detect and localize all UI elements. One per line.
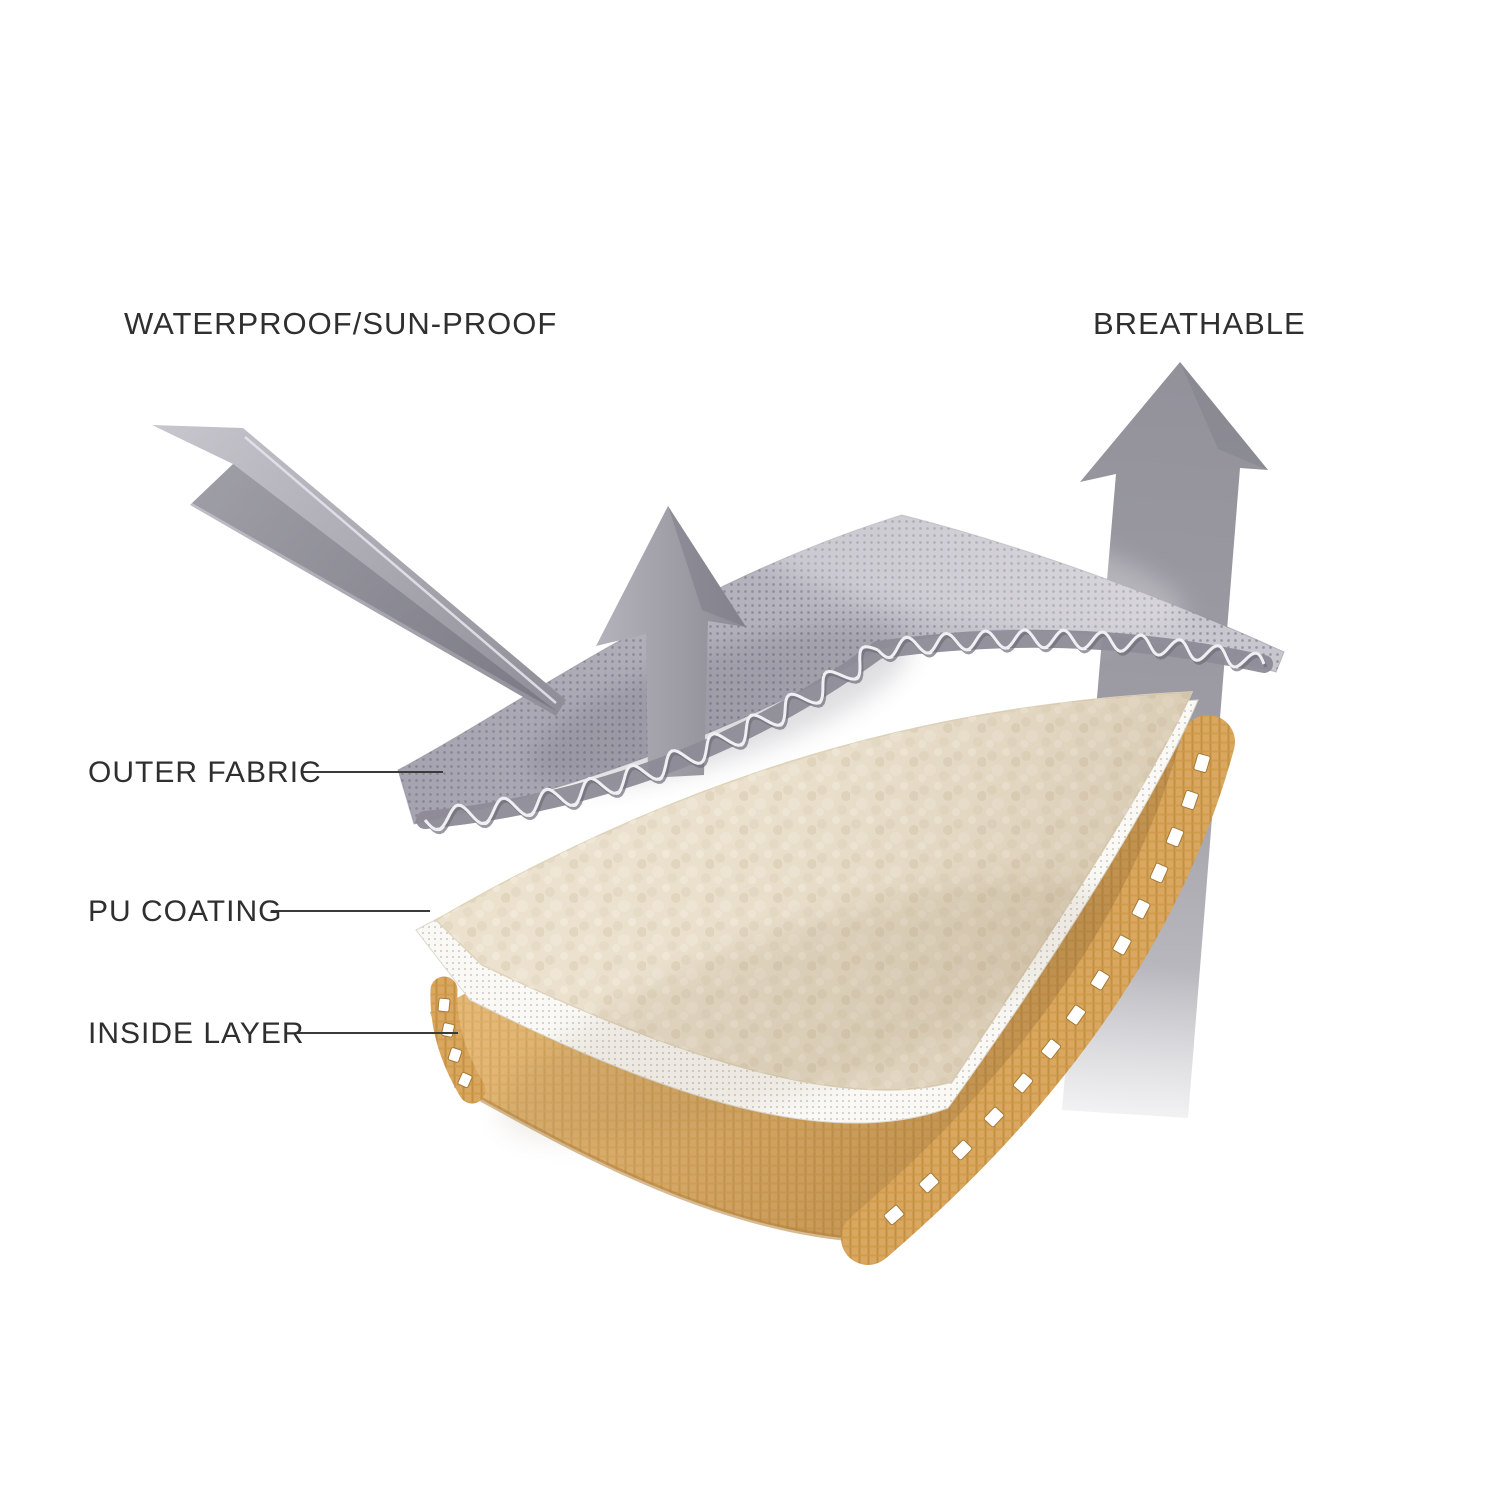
label-outer-fabric: OUTER FABRIC <box>88 756 322 789</box>
tape-hole <box>1165 826 1185 848</box>
tape-hole <box>1131 898 1151 920</box>
tape-hole <box>1040 1038 1062 1060</box>
deflected-arrow <box>596 506 746 778</box>
tape-hole <box>1149 862 1169 884</box>
tape-hole <box>437 997 451 1013</box>
inside-layer-right-tape <box>841 715 1235 1265</box>
stitch-wave <box>876 628 1266 669</box>
tape-hole <box>951 1139 973 1161</box>
mesh-saddle-shadow <box>529 624 911 786</box>
diagram-texts: WATERPROOF/SUN-PROOF BREATHABLE OUTER FA… <box>88 306 1306 1050</box>
tape-hole <box>983 1106 1005 1128</box>
tape-hole <box>1090 969 1110 991</box>
tape-hole <box>1012 1072 1034 1094</box>
inside-layer-bottom-edge <box>453 1082 867 1243</box>
mesh-stitch-edge <box>416 628 1273 835</box>
mesh-highlight <box>714 491 1186 639</box>
tape-hole <box>447 1047 463 1063</box>
leader-lines <box>271 771 458 1034</box>
tape-hole <box>918 1172 940 1194</box>
arrow-facet <box>668 506 746 627</box>
tape-hole <box>1193 753 1211 773</box>
caption-waterproof: WATERPROOF/SUN-PROOF <box>124 306 557 341</box>
beam-icon <box>152 425 566 716</box>
label-pu-coating: PU COATING <box>88 895 282 928</box>
arrow-facet <box>1180 362 1268 470</box>
fleece-layer <box>434 691 1194 1143</box>
tape-hole <box>1066 1004 1086 1026</box>
beam-underside <box>192 464 558 712</box>
right-tape-holes <box>883 753 1211 1226</box>
caption-breathable: BREATHABLE <box>1093 306 1306 341</box>
beam-highlight <box>244 436 557 704</box>
tape-hole <box>457 1071 473 1089</box>
tape-hole <box>441 1022 455 1038</box>
stitch-wave <box>423 645 879 832</box>
label-inside-layer: INSIDE LAYER <box>88 1017 305 1050</box>
tape-hole <box>883 1204 905 1226</box>
fleece-soft-shadow <box>498 877 1102 1143</box>
tape-hole <box>1112 934 1132 956</box>
tape-hole <box>1181 789 1199 811</box>
rain-sun-beam <box>152 425 566 716</box>
